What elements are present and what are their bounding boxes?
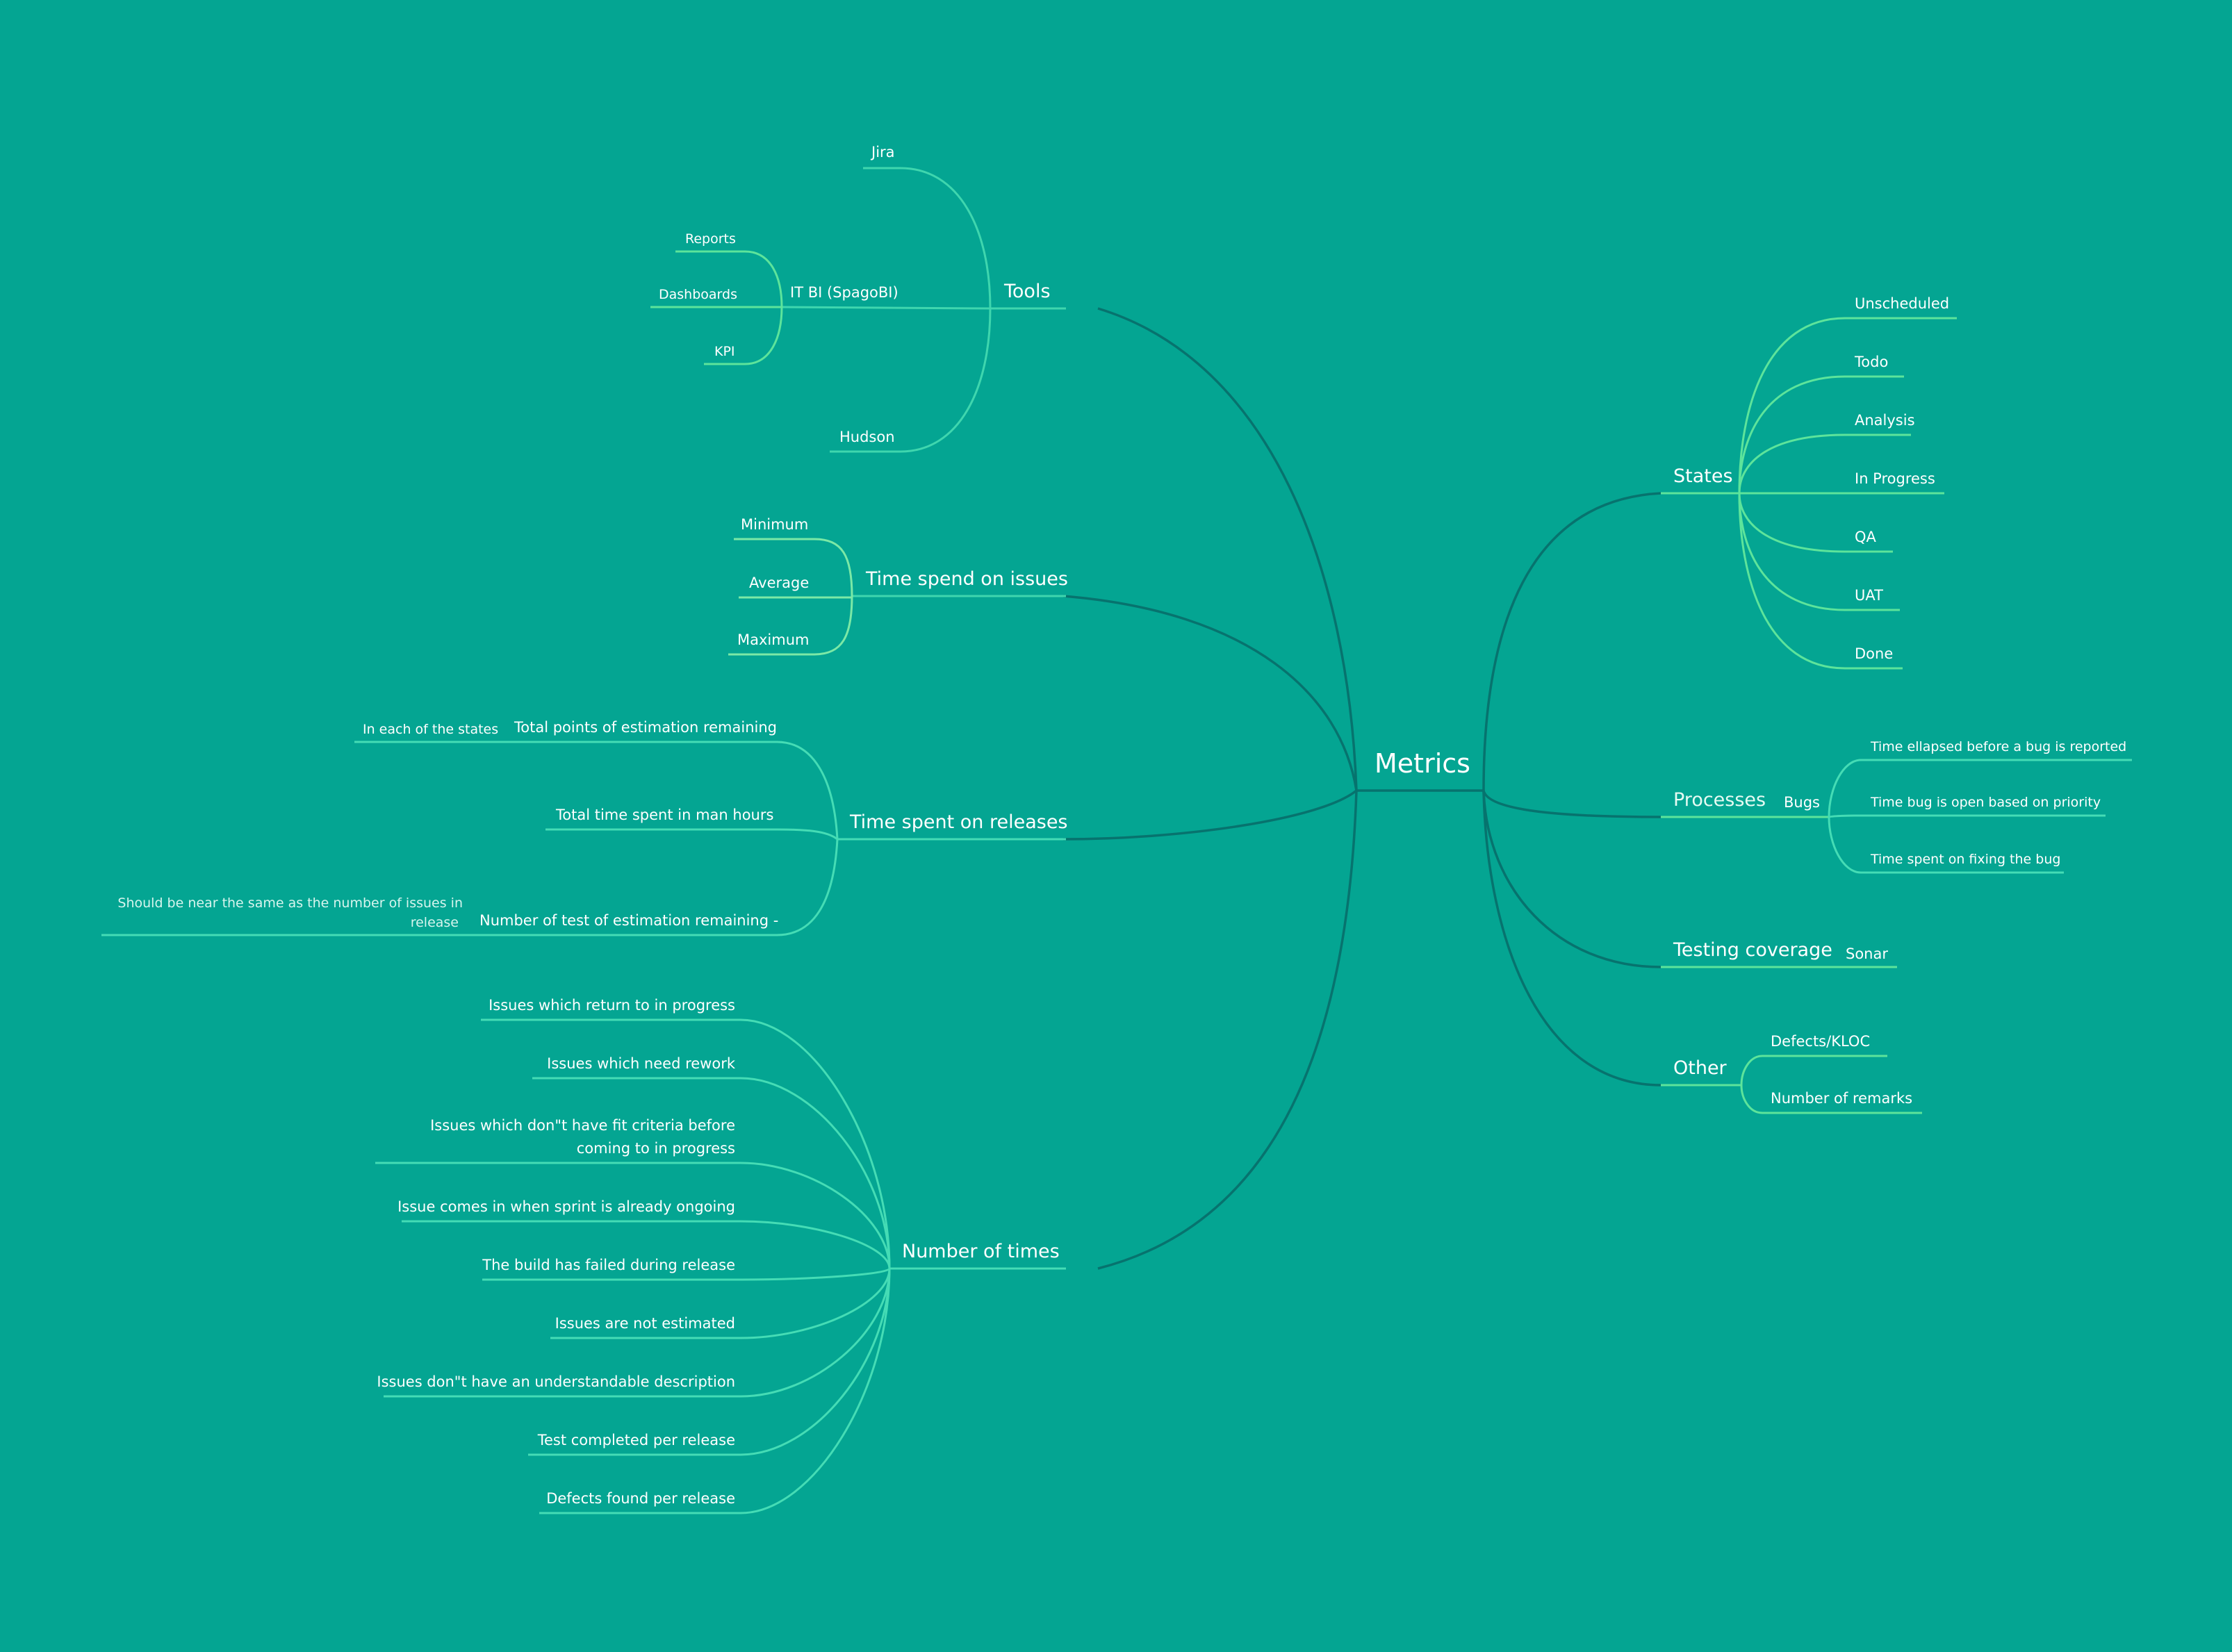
leaf-state: QA bbox=[1855, 529, 1877, 545]
edge-states-child bbox=[1738, 375, 1846, 494]
leaf-state: Todo bbox=[1854, 354, 1888, 370]
leaf-in-each-state: In each of the states bbox=[363, 722, 498, 737]
leaf-number-times-item: Test completed per release bbox=[537, 1432, 735, 1448]
edge-other-child bbox=[1740, 1084, 1763, 1114]
leaf-number-times-item: Issues which return to in progress bbox=[489, 997, 735, 1014]
topic-time-spent-on-releases: Time spent on releases bbox=[849, 811, 1068, 833]
edge-number-times-child bbox=[740, 1268, 891, 1514]
leaf-state: In Progress bbox=[1855, 470, 1935, 487]
topic-tools: Tools bbox=[1003, 281, 1051, 302]
edge-issues-minimum bbox=[814, 538, 853, 597]
branch-other: Other Defects/KLOC Number of remarks bbox=[1661, 1033, 1922, 1114]
edge-number-times-child bbox=[740, 1018, 891, 1269]
edge-root-other bbox=[1482, 790, 1661, 1087]
leaf-number-times-item: Issue comes in when sprint is already on… bbox=[397, 1198, 735, 1215]
topic-number-of-times: Number of times bbox=[902, 1241, 1060, 1262]
branch-tools: Tools Jira Hudson IT BI (SpagoBI) Report… bbox=[650, 144, 1066, 453]
trunk-connectors bbox=[1062, 307, 1661, 1270]
leaf-other-metric: Defects/KLOC bbox=[1771, 1033, 1870, 1050]
edge-tools-jira bbox=[900, 167, 992, 309]
note-line-2: release bbox=[411, 915, 459, 930]
leaf-number-times-item: Defects found per release bbox=[546, 1490, 735, 1507]
leaf-reports: Reports bbox=[685, 231, 736, 247]
leaf-number-times-item: Issues are not estimated bbox=[555, 1315, 735, 1332]
topic-testing-coverage: Testing coverage bbox=[1673, 939, 1832, 961]
edge-other-child bbox=[1740, 1055, 1763, 1086]
branch-testing-coverage: Testing coverage Sonar bbox=[1661, 939, 1897, 968]
edge-releases-total-time bbox=[776, 828, 838, 841]
leaf-state: UAT bbox=[1855, 587, 1883, 604]
leaf-number-times-item: The build has failed during release bbox=[482, 1257, 735, 1273]
edge-number-times-child bbox=[740, 1077, 891, 1269]
branch-time-spent-on-releases: Time spent on releases Total points of e… bbox=[101, 719, 1068, 936]
edge-bugs-child bbox=[1828, 814, 1862, 818]
edge-root-time-spent-releases bbox=[1062, 789, 1358, 841]
edge-states-child bbox=[1738, 317, 1846, 494]
edge-number-times-child bbox=[740, 1162, 891, 1269]
edge-root-processes bbox=[1482, 790, 1661, 818]
branch-time-spend-on-issues: Time spend on issues Minimum Average Max… bbox=[728, 516, 1068, 656]
edge-root-tools bbox=[1097, 307, 1358, 791]
branch-number-of-times: Number of times Issues which return to i… bbox=[375, 997, 1066, 1514]
edge-releases-total-points bbox=[776, 741, 839, 840]
edge-number-times-child bbox=[740, 1268, 891, 1339]
edge-number-times-child bbox=[740, 1268, 891, 1456]
subtopic-hudson: Hudson bbox=[839, 429, 895, 445]
edge-root-number-times bbox=[1097, 790, 1358, 1270]
leaf-maximum: Maximum bbox=[737, 631, 809, 648]
edge-releases-number-test bbox=[776, 839, 839, 936]
edge-issues-maximum bbox=[814, 595, 853, 656]
note-line-1: Should be near the same as the number of… bbox=[117, 895, 463, 911]
leaf-bug-metric: Time ellapsed before a bug is reported bbox=[1870, 739, 2126, 754]
subtopic-bugs: Bugs bbox=[1784, 794, 1820, 811]
edge-states-child bbox=[1738, 433, 1846, 494]
leaf-state: Analysis bbox=[1855, 412, 1915, 429]
edge-bugs-child bbox=[1828, 759, 1862, 818]
edge-number-times-child bbox=[740, 1220, 891, 1269]
leaf-state: Done bbox=[1855, 645, 1893, 662]
topic-processes: Processes bbox=[1673, 789, 1766, 811]
topic-states: States bbox=[1673, 465, 1733, 487]
topic-other: Other bbox=[1673, 1057, 1728, 1079]
edge-root-time-spend-issues bbox=[1062, 595, 1358, 791]
edge-itbi-kpi bbox=[744, 306, 783, 365]
leaf-state: Unscheduled bbox=[1855, 295, 1949, 312]
topic-time-spend-on-issues: Time spend on issues bbox=[865, 568, 1068, 590]
root-topic-metrics: Metrics bbox=[1375, 748, 1470, 779]
leaf-bug-metric: Time spent on fixing the bug bbox=[1870, 852, 2060, 867]
edge-bugs-child bbox=[1828, 816, 1862, 874]
leaf-kpi: KPI bbox=[714, 344, 735, 359]
edge-number-times-child bbox=[740, 1267, 891, 1281]
leaf-sonar: Sonar bbox=[1846, 945, 1888, 962]
edge-number-times-child bbox=[740, 1268, 891, 1398]
edge-itbi-reports bbox=[744, 250, 783, 308]
subtopic-total-points: Total points of estimation remaining bbox=[514, 719, 777, 736]
subtopic-jira: Jira bbox=[870, 144, 895, 160]
subtopic-it-bi: IT BI (SpagoBI) bbox=[790, 284, 898, 301]
subtopic-total-time: Total time spent in man hours bbox=[555, 807, 773, 823]
leaf-number-times-item: Issues which don"t have fit criteria bef… bbox=[430, 1117, 735, 1134]
leaf-minimum: Minimum bbox=[741, 516, 808, 533]
leaf-other-metric: Number of remarks bbox=[1771, 1090, 1912, 1107]
edge-states-child bbox=[1738, 493, 1846, 670]
leaf-bug-metric: Time bug is open based on priority bbox=[1870, 795, 2101, 810]
leaf-average: Average bbox=[749, 575, 809, 591]
leaf-number-times-item: coming to in progress bbox=[577, 1140, 735, 1157]
leaf-number-times-item: Issues which need rework bbox=[547, 1055, 736, 1072]
edge-root-states bbox=[1482, 492, 1661, 791]
it-bi-underline bbox=[781, 306, 991, 310]
edge-states-child bbox=[1738, 493, 1846, 553]
subtopic-number-of-test: Number of test of estimation remaining - bbox=[479, 912, 778, 929]
leaf-number-times-item: Issues don"t have an understandable desc… bbox=[377, 1373, 735, 1390]
leaf-dashboards: Dashboards bbox=[659, 287, 737, 302]
edge-root-testing-coverage bbox=[1482, 790, 1661, 968]
edge-tools-hudson bbox=[900, 308, 992, 453]
branch-processes: Processes Bugs Time ellapsed before a bu… bbox=[1661, 739, 2132, 874]
